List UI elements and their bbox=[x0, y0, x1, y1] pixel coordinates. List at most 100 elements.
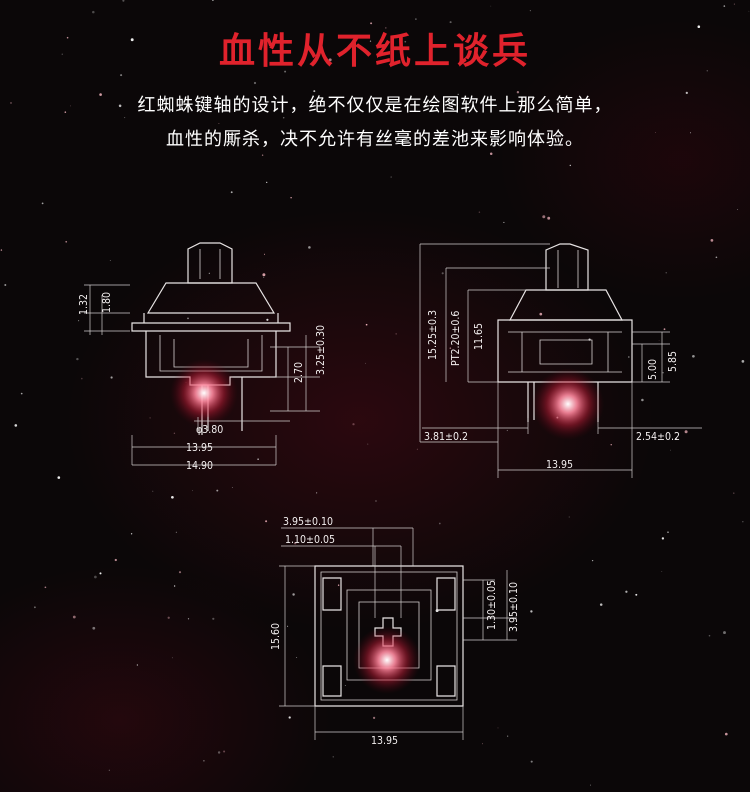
star bbox=[667, 531, 669, 533]
dim-1-30: 1.30±0.05 bbox=[486, 580, 498, 630]
star bbox=[482, 743, 484, 745]
star bbox=[136, 664, 139, 666]
star bbox=[292, 593, 295, 596]
star bbox=[516, 91, 520, 94]
star bbox=[539, 312, 543, 316]
dim-1-32: 1.32 bbox=[78, 294, 90, 315]
front-view-drawing: 1.32 1.80 2.70 3.25±0.30 φ3.80 13.95 14.… bbox=[78, 242, 327, 472]
star bbox=[365, 323, 368, 326]
star bbox=[44, 586, 47, 589]
star bbox=[212, 617, 215, 620]
star bbox=[697, 25, 701, 29]
star bbox=[489, 152, 493, 155]
star bbox=[710, 239, 714, 242]
star bbox=[723, 631, 726, 635]
star bbox=[110, 376, 113, 379]
star bbox=[61, 53, 63, 55]
star bbox=[187, 618, 190, 620]
star bbox=[282, 117, 285, 119]
star bbox=[78, 320, 80, 322]
star bbox=[120, 74, 123, 77]
star bbox=[708, 634, 711, 637]
star bbox=[130, 533, 133, 535]
star bbox=[265, 520, 268, 523]
star bbox=[178, 571, 182, 574]
star bbox=[257, 458, 259, 460]
star bbox=[370, 22, 373, 25]
star bbox=[344, 685, 346, 687]
star bbox=[332, 756, 334, 758]
star bbox=[34, 606, 36, 609]
star bbox=[692, 354, 695, 358]
star bbox=[733, 3, 735, 5]
star bbox=[367, 443, 369, 445]
star bbox=[441, 272, 444, 275]
star bbox=[661, 537, 665, 540]
star bbox=[530, 610, 533, 613]
star bbox=[369, 40, 372, 42]
star bbox=[395, 333, 397, 335]
dim-2-70: 2.70 bbox=[293, 362, 305, 383]
star bbox=[635, 593, 638, 596]
star bbox=[457, 93, 459, 95]
dim-3-25: 3.25±0.30 bbox=[315, 325, 327, 375]
star bbox=[92, 10, 95, 14]
star bbox=[741, 360, 745, 363]
dim-13-95: 13.95 bbox=[186, 442, 213, 454]
star bbox=[685, 91, 688, 95]
dim-side-13-95: 13.95 bbox=[546, 459, 573, 471]
star bbox=[202, 467, 204, 469]
star bbox=[449, 21, 452, 24]
dim-3-95-vert: 3.95±0.10 bbox=[508, 582, 520, 632]
star bbox=[715, 256, 718, 259]
star bbox=[665, 272, 667, 274]
star bbox=[10, 102, 12, 104]
dim-15-25: 15.25±0.3 bbox=[427, 310, 439, 360]
star bbox=[253, 81, 257, 85]
star bbox=[231, 487, 233, 488]
description-line-1: 红蜘蛛键轴的设计，绝不仅仅是在绘图软件上那么简单， bbox=[137, 95, 613, 116]
star bbox=[542, 215, 546, 219]
star bbox=[641, 398, 644, 402]
star bbox=[547, 216, 551, 220]
dim-15-60: 15.60 bbox=[270, 623, 282, 650]
dim-3-95-top: 3.95±0.10 bbox=[283, 516, 333, 528]
star bbox=[627, 356, 630, 358]
star bbox=[70, 105, 71, 107]
star bbox=[263, 276, 265, 278]
star bbox=[375, 500, 377, 502]
star bbox=[497, 727, 499, 729]
star bbox=[416, 448, 418, 450]
star bbox=[266, 318, 269, 321]
star bbox=[66, 36, 69, 39]
star bbox=[748, 10, 750, 12]
star bbox=[288, 716, 291, 719]
star bbox=[266, 181, 268, 184]
star bbox=[130, 38, 134, 42]
star bbox=[230, 191, 233, 194]
star bbox=[81, 377, 83, 380]
star bbox=[724, 732, 728, 736]
dim-1-80: 1.80 bbox=[101, 292, 113, 313]
star bbox=[212, 0, 214, 1]
top-view-drawing: 3.95±0.10 1.10±0.05 1.30±0.05 3.95±0.10 … bbox=[270, 516, 520, 747]
star bbox=[208, 272, 210, 274]
star bbox=[662, 372, 664, 374]
star bbox=[670, 449, 671, 451]
star bbox=[118, 104, 122, 108]
star bbox=[530, 760, 533, 763]
star bbox=[152, 490, 154, 492]
star bbox=[173, 585, 176, 587]
star bbox=[219, 97, 221, 99]
side-view-drawing: 15.25±0.3 PT2.20±0.6 11.65 5.00 5.85 3.8… bbox=[419, 243, 702, 478]
star bbox=[122, 0, 125, 2]
star bbox=[415, 18, 417, 20]
dim-14-90: 14.90 bbox=[186, 460, 213, 472]
star bbox=[294, 542, 297, 545]
star bbox=[390, 176, 392, 178]
star bbox=[264, 253, 265, 255]
star bbox=[290, 197, 292, 199]
star bbox=[315, 492, 318, 494]
